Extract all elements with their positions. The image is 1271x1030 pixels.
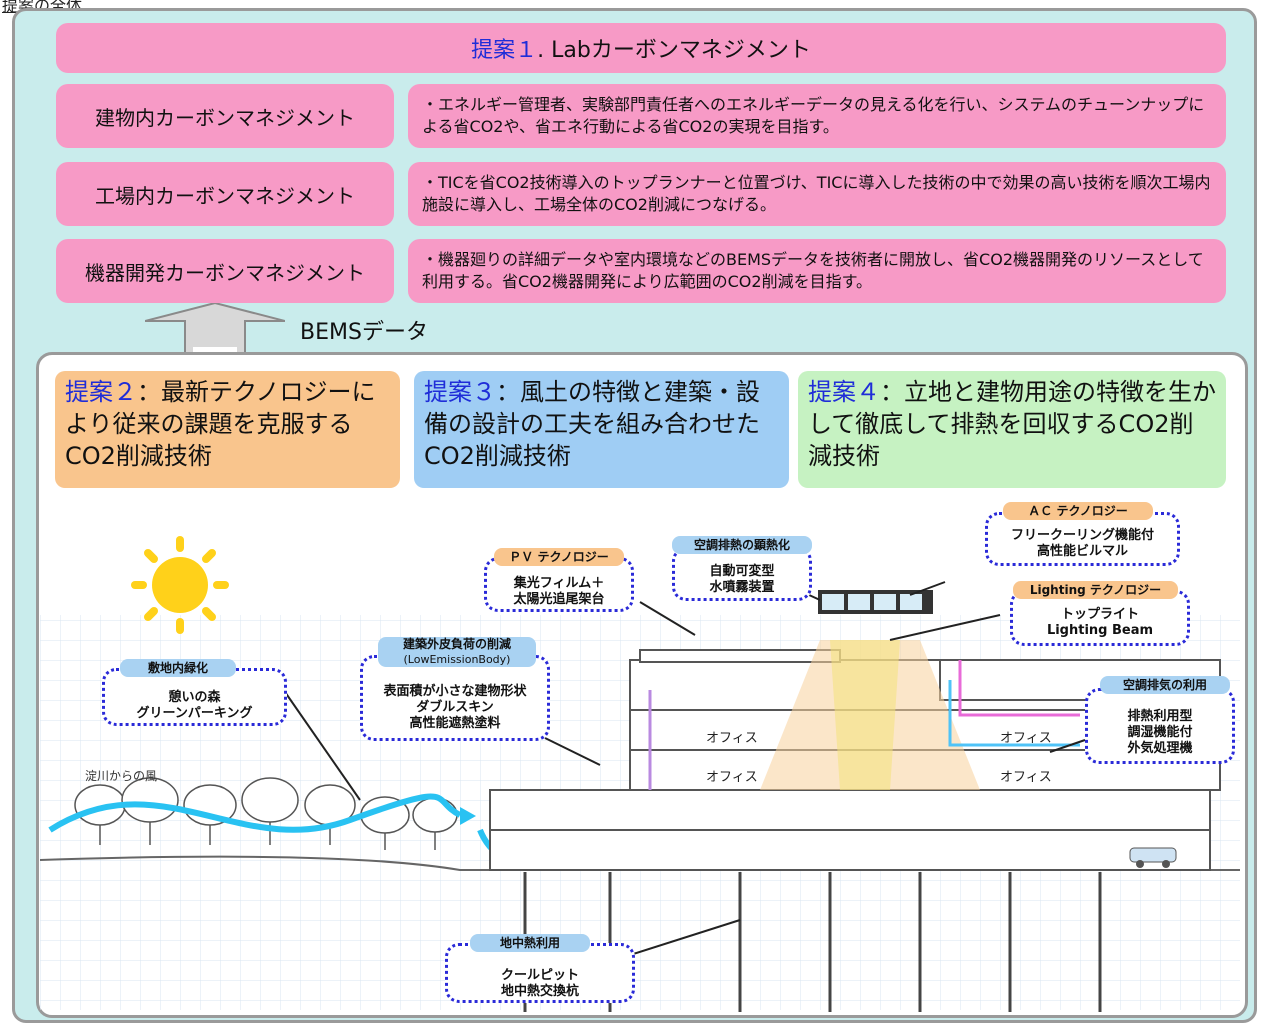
- row-label-building: 建物内カーボンマネジメント: [56, 84, 394, 148]
- callout-line: 太陽光追尾架台: [513, 592, 605, 607]
- callout-heat-exhaust: 自動可変型 水噴霧装置: [672, 547, 812, 601]
- callout-line: ダブルスキン: [416, 700, 494, 715]
- proposal-3-prefix: 提案３: [424, 378, 496, 406]
- tag-heat-exhaust: 空調排熱の顕熱化: [672, 536, 812, 554]
- tag-envelope: 建築外皮負荷の削減 (LowEmissionBody): [378, 637, 536, 667]
- callout-line: Lighting Beam: [1046, 623, 1154, 638]
- tag-exhaust-use: 空調排気の利用: [1100, 676, 1230, 694]
- row-label-equipment: 機器開発カーボンマネジメント: [56, 239, 394, 303]
- title-prefix: 提案１: [471, 38, 538, 63]
- row-label-factory: 工場内カーボンマネジメント: [56, 162, 394, 226]
- proposal-3-box: 提案３：風土の特徴と建築・設備の設計の工夫を組み合わせたCO2削減技術: [414, 371, 789, 488]
- building-section-illustration: [40, 536, 1240, 1012]
- proposal-4-prefix: 提案４: [808, 378, 880, 406]
- proposal-2-text: ：最新テクノロジーにより従来の課題を克服するCO2削減技術: [65, 378, 376, 470]
- proposal-2-prefix: 提案２: [65, 378, 137, 406]
- callout-line: 水噴霧装置: [709, 580, 775, 595]
- callout-exhaust-use: 排熱利用型 調湿機能付 外気処理機: [1085, 688, 1235, 764]
- callout-line: 憩いの森: [168, 690, 221, 705]
- callout-line: 高性能ビルマル: [1036, 544, 1128, 559]
- row-desc-building: ・エネルギー管理者、実験部門責任者へのエネルギーデータの見える化を行い、システム…: [408, 84, 1226, 148]
- callout-site-green: 憩いの森 グリーンパーキング: [102, 668, 287, 726]
- callout-line: トップライト: [1060, 607, 1139, 622]
- callout-line: クールピット: [500, 968, 579, 983]
- callout-pv: 集光フィルム＋ 太陽光追尾架台: [484, 557, 634, 612]
- callout-line: 調湿機能付: [1127, 725, 1193, 740]
- proposal-4-box: 提案４：立地と建物用途の特徴を生かして徹底して排熱を回収するCO2削減技術: [798, 371, 1226, 488]
- tag-geothermal: 地中熱利用: [470, 934, 590, 952]
- row-desc-factory: ・TICを省CO2技術導入のトップランナーと位置づけ、TICに導入した技術の中で…: [408, 162, 1226, 226]
- proposal-4-text: ：立地と建物用途の特徴を生かして徹底して排熱を回収するCO2削減技術: [808, 378, 1216, 470]
- lab-carbon-title: 提案１ . Labカーボンマネジメント: [56, 23, 1226, 73]
- proposal-2-box: 提案２：最新テクノロジーにより従来の課題を克服するCO2削減技術: [55, 371, 400, 488]
- tag-pv: ＰＶ テクノロジー: [494, 548, 624, 566]
- callout-line: 自動可変型: [709, 564, 775, 579]
- callout-line: グリーンパーキング: [136, 706, 253, 721]
- tag-site-green: 敷地内緑化: [120, 659, 236, 677]
- bems-data-label: BEMSデータ: [300, 320, 428, 345]
- rooftop-unit-icon: [818, 590, 933, 614]
- callout-line: 高性能遮熱塗料: [409, 716, 501, 731]
- tag-lighting: Lighting テクノロジー: [1013, 581, 1178, 599]
- callout-envelope: 表面積が小さな建物形状 ダブルスキン 高性能遮熱塗料: [360, 655, 550, 741]
- tag-envelope-sub: (LowEmissionBody): [403, 653, 511, 666]
- row-desc-equipment: ・機器廻りの詳細データや室内環境などのBEMSデータを技術者に開放し、省CO2機…: [408, 239, 1226, 303]
- proposal-3-text: ：風土の特徴と建築・設備の設計の工夫を組み合わせたCO2削減技術: [424, 378, 760, 470]
- office-label-4: オフィス: [1000, 770, 1052, 785]
- callout-line: 外気処理機: [1127, 741, 1193, 756]
- car-icon: [1129, 847, 1177, 868]
- wind-label: 淀川からの風: [85, 769, 158, 783]
- tag-envelope-title: 建築外皮負荷の削減: [402, 637, 511, 651]
- callout-line: 表面積が小さな建物形状: [383, 684, 527, 699]
- callout-line: 集光フィルム＋: [513, 576, 605, 591]
- callout-ac: フリークーリング機能付 高性能ビルマル: [985, 512, 1180, 566]
- office-label-2: オフィス: [706, 770, 758, 785]
- sun-icon: [131, 536, 229, 634]
- office-label-3: オフィス: [1000, 731, 1052, 746]
- tag-ac: ＡＣ テクノロジー: [1003, 502, 1153, 520]
- callout-line: フリークーリング機能付: [1010, 528, 1154, 543]
- title-text: . Labカーボンマネジメント: [537, 38, 811, 63]
- office-label-1: オフィス: [706, 731, 758, 746]
- callout-line: 地中熱交換杭: [500, 984, 579, 999]
- callout-geothermal: クールピット 地中熱交換杭: [445, 943, 635, 1003]
- callout-line: 排熱利用型: [1127, 709, 1193, 724]
